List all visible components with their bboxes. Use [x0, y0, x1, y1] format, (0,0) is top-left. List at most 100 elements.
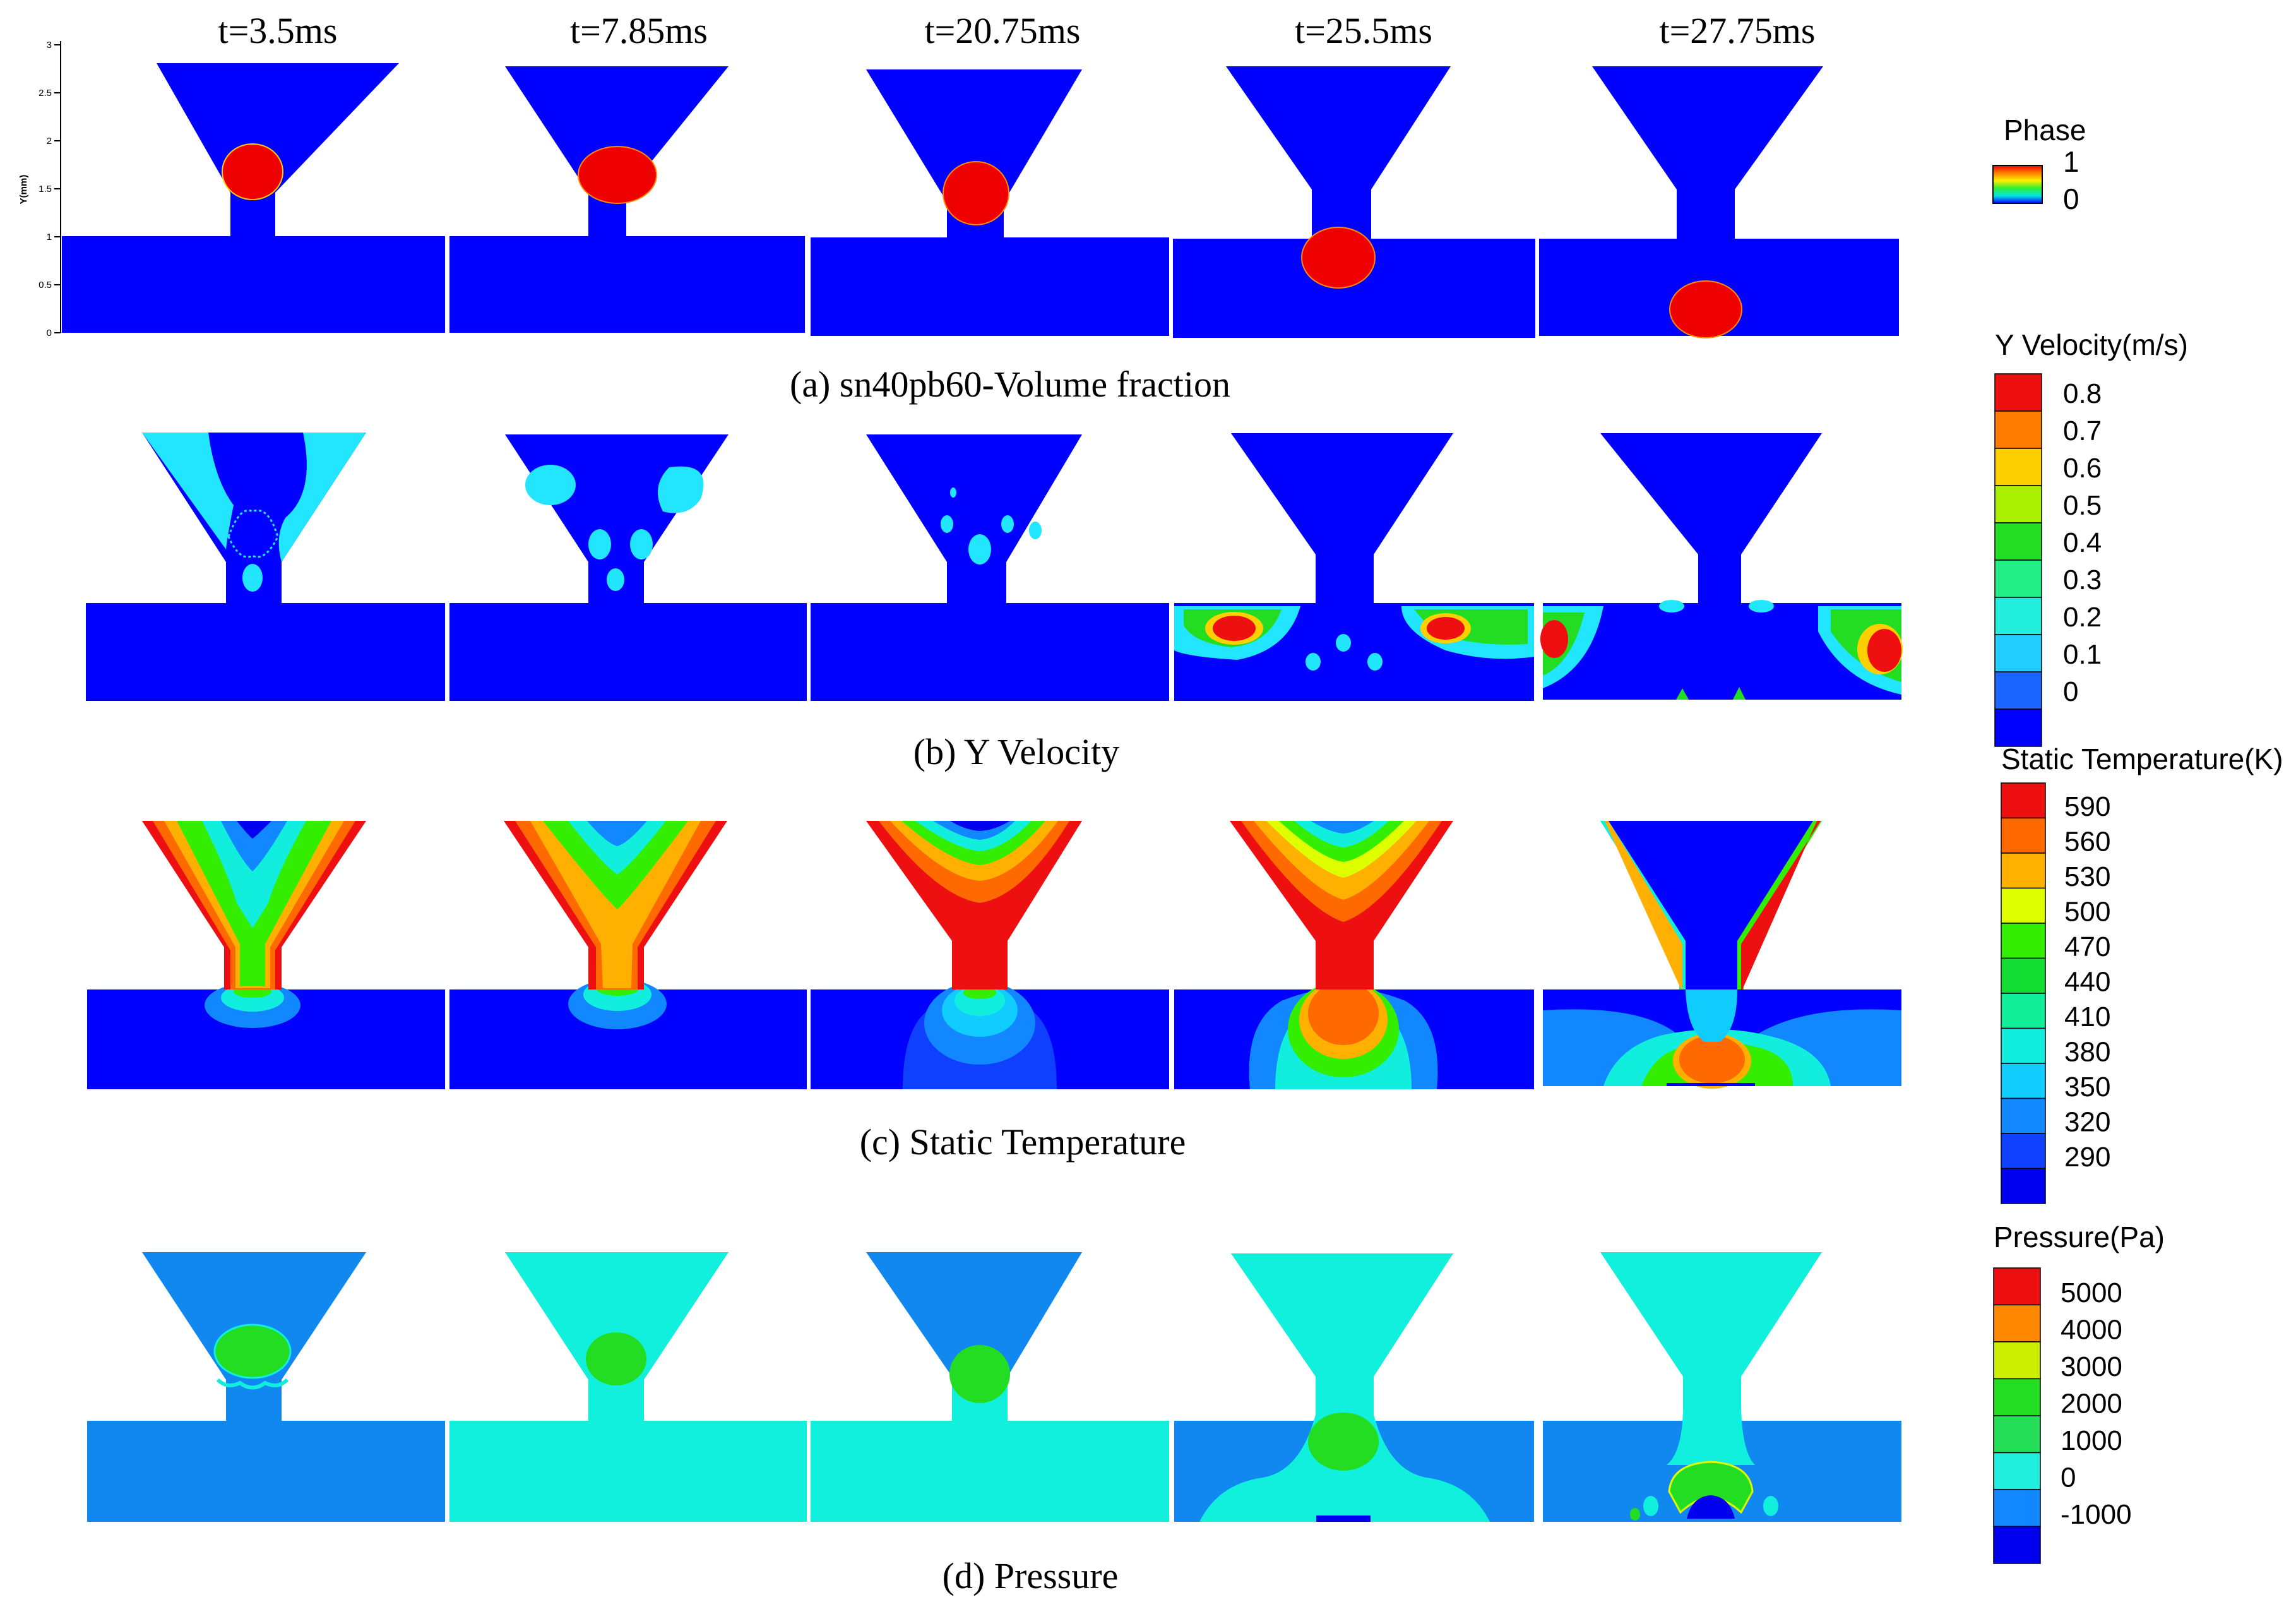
legend-pressure-title: Pressure(Pa): [1994, 1221, 2165, 1253]
legend-pressure-band: [1993, 1341, 2041, 1380]
velocity-panel-5: [1540, 433, 1903, 700]
legend-temperature-label: 320: [2064, 1107, 2110, 1138]
legend-temperature-band: [2001, 1063, 2046, 1099]
row-c-temperature: [87, 821, 1901, 1089]
phase-panel-4: [1173, 66, 1535, 338]
legend-temperature-label: 290: [2064, 1142, 2110, 1173]
y-tick-2: 2: [47, 136, 52, 146]
legend-pressure-band: [1993, 1452, 2041, 1490]
velocity-panel-1: [86, 433, 445, 701]
row-a-phase: [62, 63, 1899, 338]
legend-temperature-label: 410: [2064, 1001, 2110, 1032]
pressure-panel-3: [811, 1252, 1169, 1522]
legend-temperature-label: 470: [2064, 931, 2110, 962]
legend-velocity-band: [1994, 485, 2042, 523]
legend-temperature-label: 530: [2064, 861, 2110, 892]
legend-velocity-label: 0.2: [2063, 602, 2102, 633]
legend-pressure-band: [1993, 1304, 2041, 1342]
temperature-panel-3: [811, 821, 1169, 1089]
legend-temperature-band: [2001, 957, 2046, 994]
row-d-pressure: [87, 1252, 1901, 1522]
time-label-1: t=3.5ms: [218, 10, 337, 51]
legend-temperature-band: [2001, 852, 2046, 889]
temperature-panel-2: [449, 821, 807, 1089]
caption-d: (d) Pressure: [943, 1555, 1119, 1596]
legend-velocity-label: 0.5: [2063, 490, 2102, 521]
legend-pressure-band: [1993, 1267, 2041, 1306]
legend-velocity-label: 0.8: [2063, 378, 2102, 409]
legend-temperature-label: 500: [2064, 897, 2110, 928]
legend-pressure-label: 0: [2061, 1462, 2076, 1493]
legend-velocity-label: 0.6: [2063, 453, 2102, 484]
caption-c: (c) Static Temperature: [860, 1121, 1186, 1163]
y-tick-1: 1: [47, 232, 52, 242]
legend-velocity-band: [1994, 410, 2042, 449]
caption-a: (a) sn40pb60-Volume fraction: [790, 364, 1230, 405]
legend-velocity-band: [1994, 373, 2042, 412]
legend-phase-label: 0: [2063, 182, 2079, 215]
legend-pressure-label: 1000: [2061, 1425, 2122, 1456]
y-tick-0: 0: [47, 328, 52, 338]
legend-pressure-label: 5000: [2061, 1277, 2122, 1308]
legend-temperature-label: 380: [2064, 1037, 2110, 1068]
legend-temperature-band: [2001, 1133, 2046, 1169]
time-label-4: t=25.5ms: [1295, 10, 1432, 51]
pressure-panel-1: [87, 1252, 445, 1522]
legend-temperature-band: [2001, 923, 2046, 959]
time-label-2: t=7.85ms: [570, 10, 708, 51]
legend-pressure-band: [1993, 1526, 2041, 1564]
y-tick-3: 3: [47, 40, 52, 51]
caption-b: (b) Y Velocity: [913, 731, 1119, 772]
temperature-panel-1: [87, 821, 445, 1089]
y-tick-1.5: 1.5: [39, 184, 52, 194]
legend-temperature-label: 590: [2064, 791, 2110, 822]
legend-temperature-band: [2001, 1097, 2046, 1134]
legend-velocity-title: Y Velocity(m/s): [1995, 328, 2188, 361]
y-tick-2.5: 2.5: [39, 88, 52, 99]
legend-pressure-band: [1993, 1378, 2041, 1416]
legend-pressure-band: [1993, 1489, 2041, 1527]
legend-velocity-band: [1994, 708, 2042, 747]
phase-panel-3: [811, 69, 1169, 336]
legend-temperature-band: [2001, 1168, 2046, 1204]
legend-velocity-label: 0.4: [2063, 527, 2102, 558]
velocity-panel-2: [449, 434, 807, 701]
legend-phase-label: 1: [2063, 145, 2079, 178]
temperature-panel-4: [1174, 821, 1534, 1089]
temperature-panel-5: [1543, 821, 1901, 1089]
legend-temperature-label: 440: [2064, 967, 2110, 998]
phase-panel-1: [62, 63, 445, 333]
pressure-panel-2: [449, 1252, 807, 1522]
legend-velocity-band: [1994, 448, 2042, 486]
legend-temperature-title: Static Temperature(K): [2001, 743, 2283, 775]
velocity-panel-3: [811, 434, 1169, 701]
time-labels: t=3.5ms t=7.85ms t=20.75ms t=25.5ms t=27…: [218, 10, 1815, 51]
pressure-panel-4: [1174, 1253, 1534, 1522]
y-tick-0.5: 0.5: [39, 280, 52, 290]
legend-velocity-label: 0.3: [2063, 565, 2102, 595]
legend-temperature-label: 560: [2064, 827, 2110, 858]
y-axis-label: Y(mm): [18, 175, 29, 205]
legend-temperature-band: [2001, 817, 2046, 854]
legend-pressure-band: [1993, 1415, 2041, 1454]
legend-velocity-band: [1994, 559, 2042, 598]
legend-temperature-band: [2001, 782, 2046, 819]
legend-phase: Phase 1 0: [1992, 114, 2086, 215]
y-axis: 0 0.5 1 1.5 2 2.5 3 Y(mm): [18, 40, 61, 338]
legend-temperature-band: [2001, 993, 2046, 1029]
legend-velocity-band: [1994, 522, 2042, 561]
legend-velocity: Y Velocity(m/s) 0.80.70.60.50.40.30.20.1…: [1994, 328, 2188, 747]
legend-pressure-label: 3000: [2061, 1351, 2122, 1382]
pressure-panel-5: [1543, 1252, 1901, 1522]
phase-panel-2: [449, 66, 805, 333]
velocity-panel-4: [1174, 433, 1534, 701]
legend-pressure-label: 2000: [2061, 1389, 2122, 1420]
legend-phase-title: Phase: [2004, 114, 2086, 146]
legend-phase-colorbar: [1992, 165, 2043, 204]
legend-velocity-band: [1994, 634, 2042, 672]
legend-temperature-label: 350: [2064, 1072, 2110, 1103]
legend-pressure-label: 4000: [2061, 1315, 2122, 1346]
